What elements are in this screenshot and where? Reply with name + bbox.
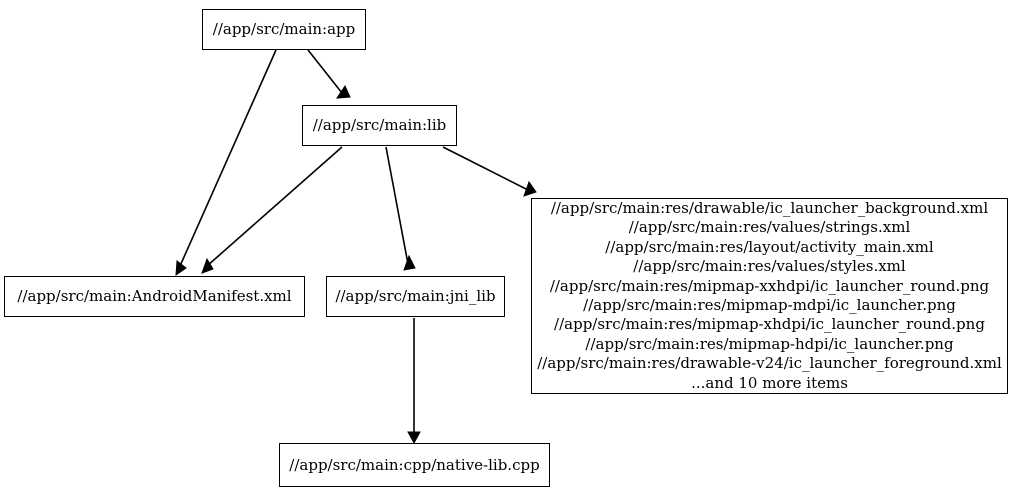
arrowhead-lib-to-jni-lib	[403, 254, 416, 271]
arrowhead-lib-to-manifest	[201, 257, 214, 274]
node-label-res-group: //app/src/main:res/drawable/ic_launcher_…	[537, 198, 1002, 392]
arrowhead-jni-lib-to-native-lib	[407, 431, 421, 445]
arrowhead-lib-to-res	[523, 180, 537, 197]
edge-line-app-to-manifest	[179, 49, 277, 267]
node-label-lib: //app/src/main:lib	[312, 116, 447, 134]
graph-node-native-lib[interactable]: //app/src/main:cpp/native-lib.cpp	[279, 443, 550, 487]
edge-app-to-lib	[307, 49, 351, 99]
edge-jni-lib-to-native-lib	[407, 318, 421, 445]
node-label-jni-lib: //app/src/main:jni_lib	[335, 287, 496, 305]
graph-node-jni-lib[interactable]: //app/src/main:jni_lib	[326, 276, 505, 317]
node-label-app: //app/src/main:app	[212, 20, 356, 38]
graph-node-android-manifest[interactable]: //app/src/main:AndroidManifest.xml	[4, 276, 305, 317]
edge-line-lib-to-res	[442, 146, 529, 191]
edge-app-to-manifest	[175, 49, 277, 277]
edge-lib-to-res	[442, 146, 537, 197]
edge-lib-to-manifest	[201, 146, 343, 274]
node-label-native-lib: //app/src/main:cpp/native-lib.cpp	[289, 455, 540, 474]
arrowhead-app-to-lib	[336, 84, 351, 99]
edge-line-lib-to-manifest	[206, 146, 343, 267]
edge-line-app-to-lib	[307, 49, 343, 94]
edge-line-lib-to-jni-lib	[385, 146, 409, 265]
arrowhead-app-to-manifest	[175, 260, 187, 277]
graph-node-app[interactable]: //app/src/main:app	[202, 9, 366, 50]
edge-lib-to-jni-lib	[385, 146, 416, 271]
graph-node-res-group[interactable]: //app/src/main:res/drawable/ic_launcher_…	[531, 198, 1008, 394]
graph-node-lib[interactable]: //app/src/main:lib	[302, 105, 457, 146]
node-label-android-manifest: //app/src/main:AndroidManifest.xml	[17, 287, 292, 305]
